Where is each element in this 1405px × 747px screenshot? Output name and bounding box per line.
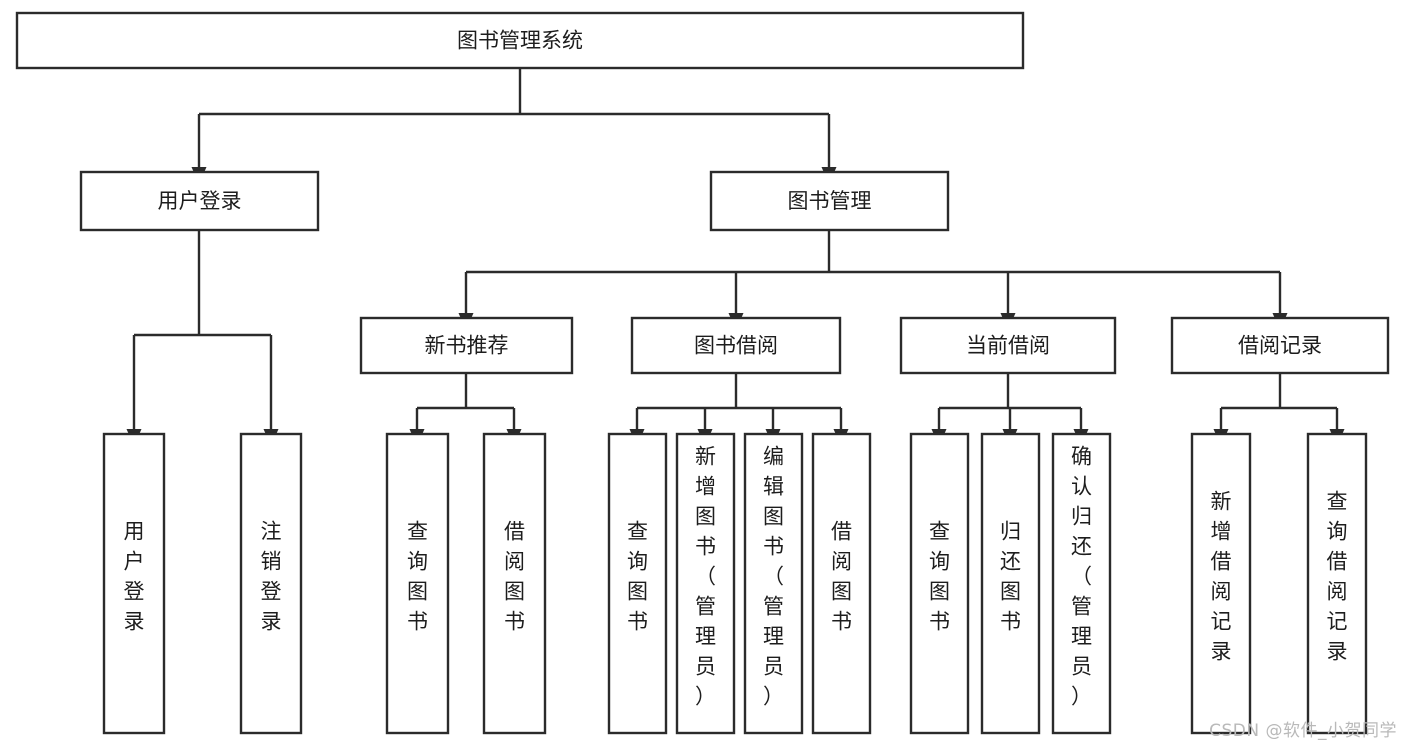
node-box-book-manage[interactable] (709, 170, 950, 232)
node-label-leaf-return-book: 归还图书 (1000, 520, 1021, 634)
node-label-leaf-borrow-book-new: 借阅图书 (504, 520, 525, 634)
node-label-user-login: 用户登录 (158, 189, 242, 213)
node-leaf-query-borrow-record[interactable]: 查询借阅记录 (1306, 432, 1368, 735)
node-label-new-book-recommend: 新书推荐 (425, 334, 509, 358)
node-leaf-confirm-return[interactable]: 确认归还（管理员） (1051, 432, 1112, 735)
node-label-leaf-edit-book: 编辑图书（管理员） (763, 445, 784, 709)
node-box-book-borrow[interactable] (630, 316, 842, 375)
node-label-leaf-query-book-current: 查询图书 (929, 520, 950, 634)
node-label-leaf-user-login: 用户登录 (124, 520, 145, 634)
node-box-leaf-add-book[interactable] (675, 432, 736, 735)
node-box-leaf-query-book-borrow[interactable] (607, 432, 668, 735)
node-leaf-add-book[interactable]: 新增图书（管理员） (675, 432, 736, 735)
node-label-leaf-query-borrow-record: 查询借阅记录 (1327, 490, 1348, 664)
node-label-leaf-confirm-return: 确认归还（管理员） (1071, 445, 1092, 709)
node-label-leaf-query-book-new: 查询图书 (407, 520, 428, 634)
node-box-leaf-user-login[interactable] (102, 432, 166, 735)
node-label-borrow-record: 借阅记录 (1238, 334, 1322, 358)
node-label-leaf-query-book-borrow: 查询图书 (627, 520, 648, 634)
node-box-leaf-borrow-book-new[interactable] (482, 432, 547, 735)
node-leaf-user-login[interactable]: 用户登录 (102, 432, 166, 735)
node-label-leaf-add-borrow-record: 新增借阅记录 (1211, 490, 1232, 664)
node-leaf-borrow-book[interactable]: 借阅图书 (811, 432, 872, 735)
node-root[interactable]: 图书管理系统 (15, 11, 1025, 70)
node-box-leaf-query-borrow-record[interactable] (1306, 432, 1368, 735)
node-box-root[interactable] (15, 11, 1025, 70)
node-label-book-manage: 图书管理 (788, 189, 872, 213)
node-leaf-add-borrow-record[interactable]: 新增借阅记录 (1190, 432, 1252, 735)
node-label-leaf-logout: 注销登录 (261, 520, 282, 634)
node-label-leaf-borrow-book: 借阅图书 (831, 520, 852, 634)
node-layer: 图书管理系统用户登录图书管理新书推荐图书借阅当前借阅借阅记录用户登录注销登录查询… (15, 11, 1390, 735)
node-box-leaf-logout[interactable] (239, 432, 303, 735)
node-leaf-return-book[interactable]: 归还图书 (980, 432, 1041, 735)
node-leaf-logout[interactable]: 注销登录 (239, 432, 303, 735)
node-box-borrow-record[interactable] (1170, 316, 1390, 375)
node-new-book-recommend[interactable]: 新书推荐 (359, 316, 574, 375)
node-book-manage[interactable]: 图书管理 (709, 170, 950, 232)
node-leaf-query-book-new[interactable]: 查询图书 (385, 432, 450, 735)
node-box-leaf-edit-book[interactable] (743, 432, 804, 735)
connector-layer (126, 68, 1345, 446)
node-leaf-borrow-book-new[interactable]: 借阅图书 (482, 432, 547, 735)
node-box-leaf-return-book[interactable] (980, 432, 1041, 735)
node-label-root: 图书管理系统 (457, 29, 583, 53)
node-box-leaf-add-borrow-record[interactable] (1190, 432, 1252, 735)
node-box-leaf-query-book-current[interactable] (909, 432, 970, 735)
node-leaf-query-book-current[interactable]: 查询图书 (909, 432, 970, 735)
node-box-leaf-confirm-return[interactable] (1051, 432, 1112, 735)
node-box-new-book-recommend[interactable] (359, 316, 574, 375)
node-label-current-borrow: 当前借阅 (966, 334, 1050, 358)
node-label-book-borrow: 图书借阅 (694, 334, 778, 358)
node-current-borrow[interactable]: 当前借阅 (899, 316, 1117, 375)
node-box-user-login[interactable] (79, 170, 320, 232)
node-box-leaf-borrow-book[interactable] (811, 432, 872, 735)
node-book-borrow[interactable]: 图书借阅 (630, 316, 842, 375)
node-leaf-query-book-borrow[interactable]: 查询图书 (607, 432, 668, 735)
node-label-leaf-add-book: 新增图书（管理员） (695, 445, 716, 709)
node-user-login[interactable]: 用户登录 (79, 170, 320, 232)
node-leaf-edit-book[interactable]: 编辑图书（管理员） (743, 432, 804, 735)
node-borrow-record[interactable]: 借阅记录 (1170, 316, 1390, 375)
node-box-current-borrow[interactable] (899, 316, 1117, 375)
node-box-leaf-query-book-new[interactable] (385, 432, 450, 735)
